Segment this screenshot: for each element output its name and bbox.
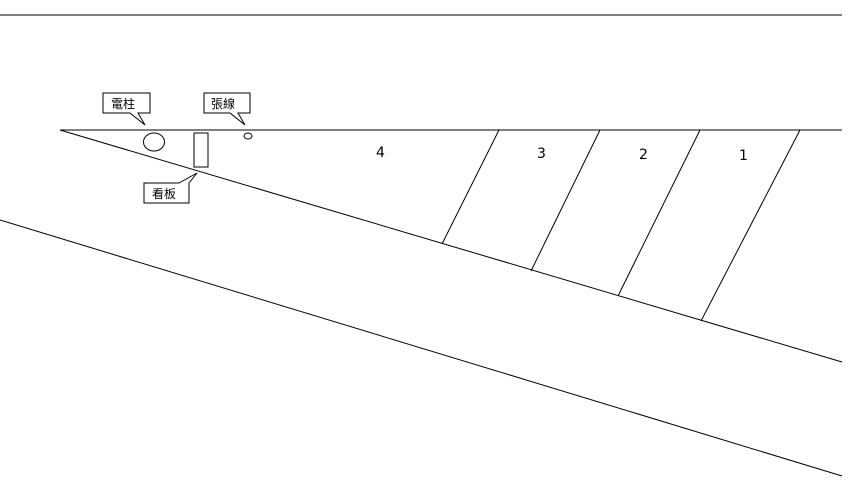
utility-pole-icon (143, 132, 165, 152)
guy-wire-icon (243, 132, 253, 140)
signboard-icon (193, 132, 209, 168)
guy-wire-callout-label: 張線 (211, 96, 235, 111)
pole-callout-label: 電柱 (111, 96, 135, 111)
slot-divider-2 (530, 129, 601, 272)
signboard-callout: 看板 (143, 172, 198, 204)
slot-divider-4 (700, 129, 801, 322)
slot-label-2: 2 (639, 147, 648, 163)
lower-diagonal-line (0, 219, 843, 477)
guy-wire-callout: 張線 (203, 92, 251, 126)
slot-label-4: 4 (376, 145, 385, 161)
slot-label-3: 3 (537, 146, 546, 162)
signboard-callout-label: 看板 (152, 187, 176, 201)
slot-divider-3 (617, 129, 701, 297)
slot-divider-1 (441, 129, 500, 245)
lot-diagonal-line (59, 129, 843, 363)
slot-label-1: 1 (739, 148, 748, 164)
pole-callout: 電柱 (102, 92, 151, 126)
